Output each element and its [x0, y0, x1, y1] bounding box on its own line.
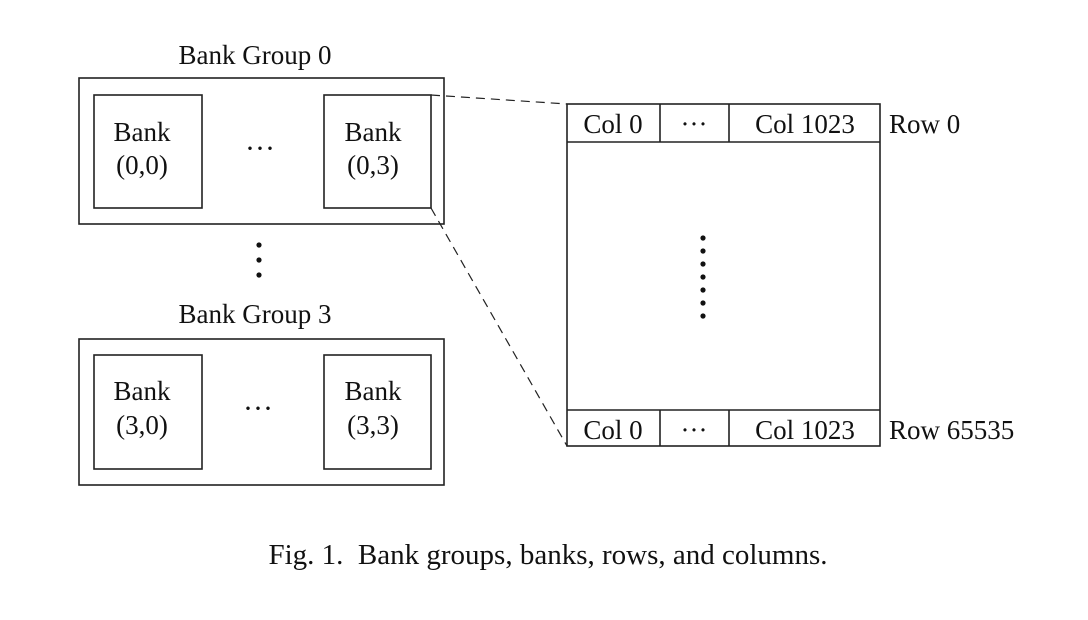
row-65535-label: Row 65535 [889, 415, 1014, 445]
bank-group-0-ellipsis: ··· [245, 132, 275, 165]
row-65535-col-0: Col 0 [583, 415, 642, 445]
bank-group-3-ellipsis: ··· [243, 392, 273, 425]
row-0-col-ellipsis: ··· [681, 109, 708, 139]
bank-group-0-label: Bank Group 0 [179, 40, 332, 70]
bank-0-3-index: (0,3) [347, 150, 399, 180]
bank-3-0-index: (3,0) [116, 410, 168, 440]
bank-3-3-box [323, 354, 432, 470]
zoom-line-top [430, 94, 568, 105]
rows-vertical-ellipsis [700, 235, 706, 319]
row-0-col-0: Col 0 [583, 109, 642, 139]
figure-caption: Fig. 1. Bank groups, banks, rows, and co… [268, 539, 827, 571]
row-0-label: Row 0 [889, 109, 960, 139]
zoom-line-bottom [430, 207, 568, 447]
row-0-col-1023: Col 1023 [755, 109, 855, 139]
row-65535-col-ellipsis: ··· [681, 415, 708, 445]
bank-3-3-title: Bank [345, 376, 402, 406]
bank-0-3-box [323, 94, 432, 209]
bank-groups-vertical-ellipsis [256, 242, 262, 278]
bank-group-3-label: Bank Group 3 [179, 299, 332, 329]
bank-detail-box [566, 103, 881, 447]
bank-0-0-index: (0,0) [116, 150, 168, 180]
bank-0-0-box [93, 94, 203, 209]
bank-3-0-box [93, 354, 203, 470]
row-65535-col-1023: Col 1023 [755, 415, 855, 445]
bank-0-0-title: Bank [114, 117, 171, 147]
bank-3-0-title: Bank [114, 376, 171, 406]
bank-3-3-index: (3,3) [347, 410, 399, 440]
bank-0-3-title: Bank [345, 117, 402, 147]
